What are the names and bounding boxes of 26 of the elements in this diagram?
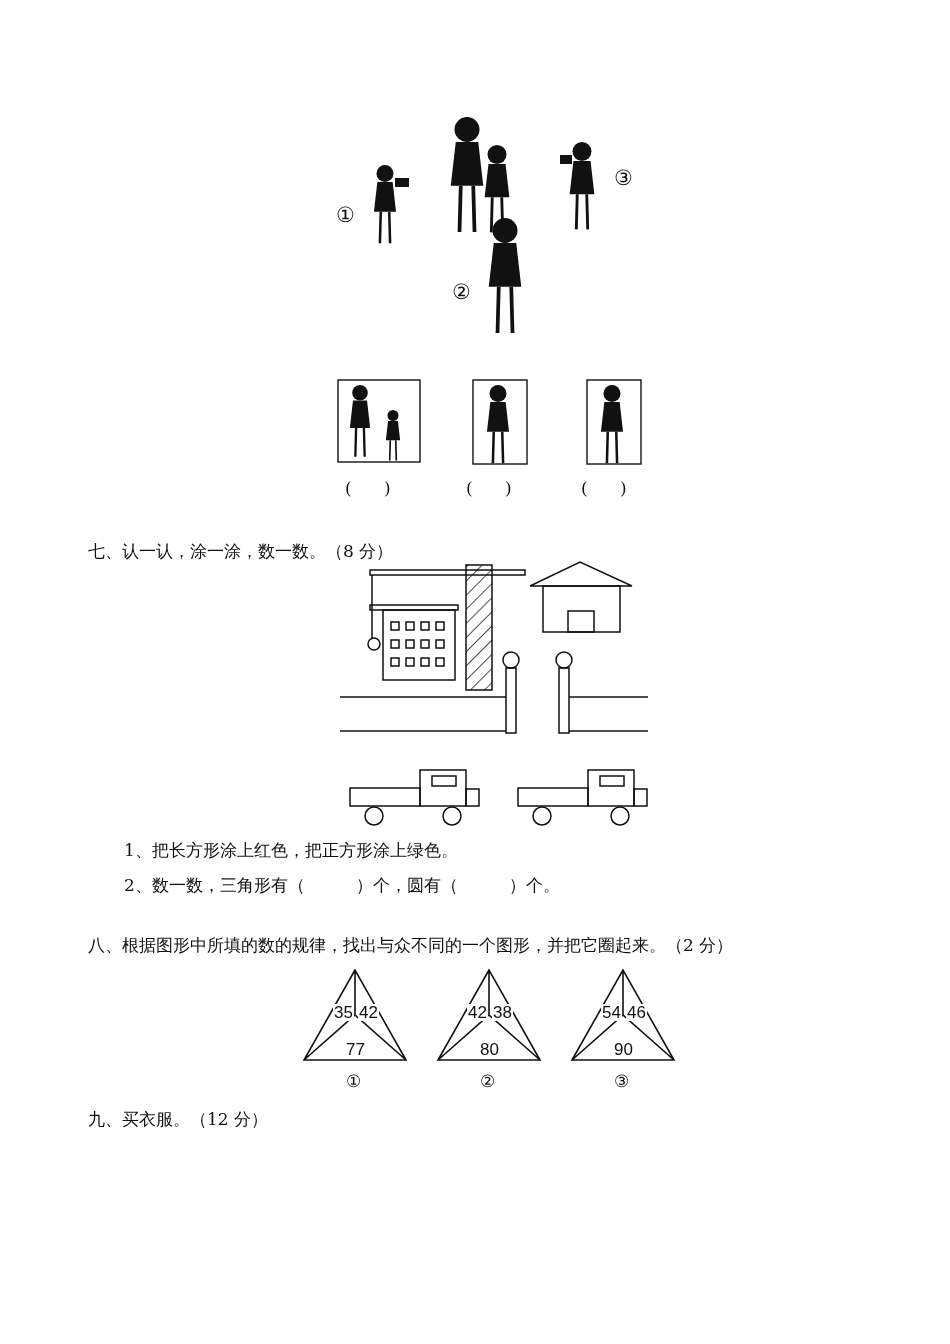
triangle-number: 38 <box>492 1004 513 1021</box>
question-heading: 八、根据图形中所填的数的规律，找出与众不同的一个图形，并把它圈起来。（2 分） <box>88 935 734 956</box>
callout-number: ③ <box>614 1071 629 1092</box>
question-heading: 七、认一认，涂一涂，数一数。（8 分） <box>88 541 394 562</box>
triangle-number: 35 <box>333 1004 354 1021</box>
question-text: 1、把长方形涂上红色，把正方形涂上绿色。 <box>124 840 458 861</box>
triangle-number: 42 <box>358 1004 379 1021</box>
number-triangle <box>436 968 542 1062</box>
answer-parentheses: ( ) <box>581 478 627 499</box>
callout-number: ② <box>452 280 471 306</box>
triangle-number: 77 <box>345 1041 366 1058</box>
callout-number: ② <box>480 1071 495 1092</box>
triangle-number: 90 <box>613 1041 634 1058</box>
triangle-number: 42 <box>467 1004 488 1021</box>
question-text: 2、数一数，三角形有（ ）个，圆有（ ）个。 <box>124 875 560 896</box>
callout-number: ① <box>346 1071 361 1092</box>
triangle-number: 80 <box>479 1041 500 1058</box>
answer-parentheses: ( ) <box>345 478 391 499</box>
callout-number: ③ <box>614 166 633 192</box>
answer-parentheses: ( ) <box>466 478 512 499</box>
number-triangle <box>570 968 676 1062</box>
number-triangle <box>302 968 408 1062</box>
callout-number: ① <box>336 203 355 229</box>
triangle-number: 46 <box>626 1004 647 1021</box>
triangle-number: 54 <box>601 1004 622 1021</box>
question-heading: 九、买衣服。（12 分） <box>88 1109 269 1130</box>
